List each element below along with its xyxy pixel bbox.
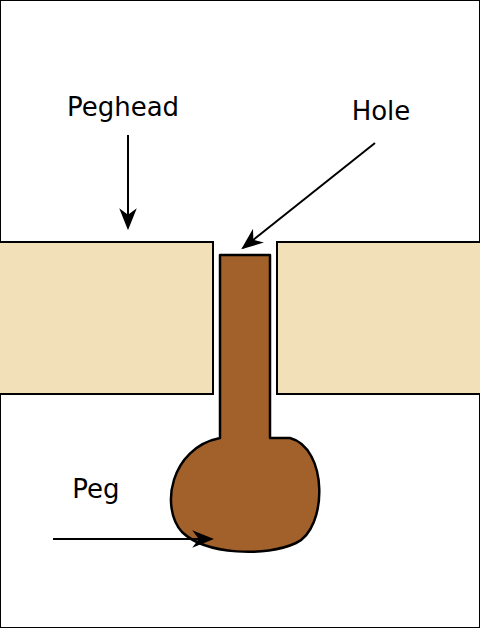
part-label: Peg — [0, 474, 196, 504]
peghead-left — [0, 242, 213, 394]
leader-arrow — [53, 538, 212, 540]
leader-arrow — [243, 143, 375, 248]
part-label: Peghead — [23, 92, 223, 122]
peg-shape — [171, 255, 319, 552]
part-label: Hole — [281, 96, 480, 126]
leader-arrow — [127, 135, 129, 228]
peghead-right — [277, 242, 480, 394]
